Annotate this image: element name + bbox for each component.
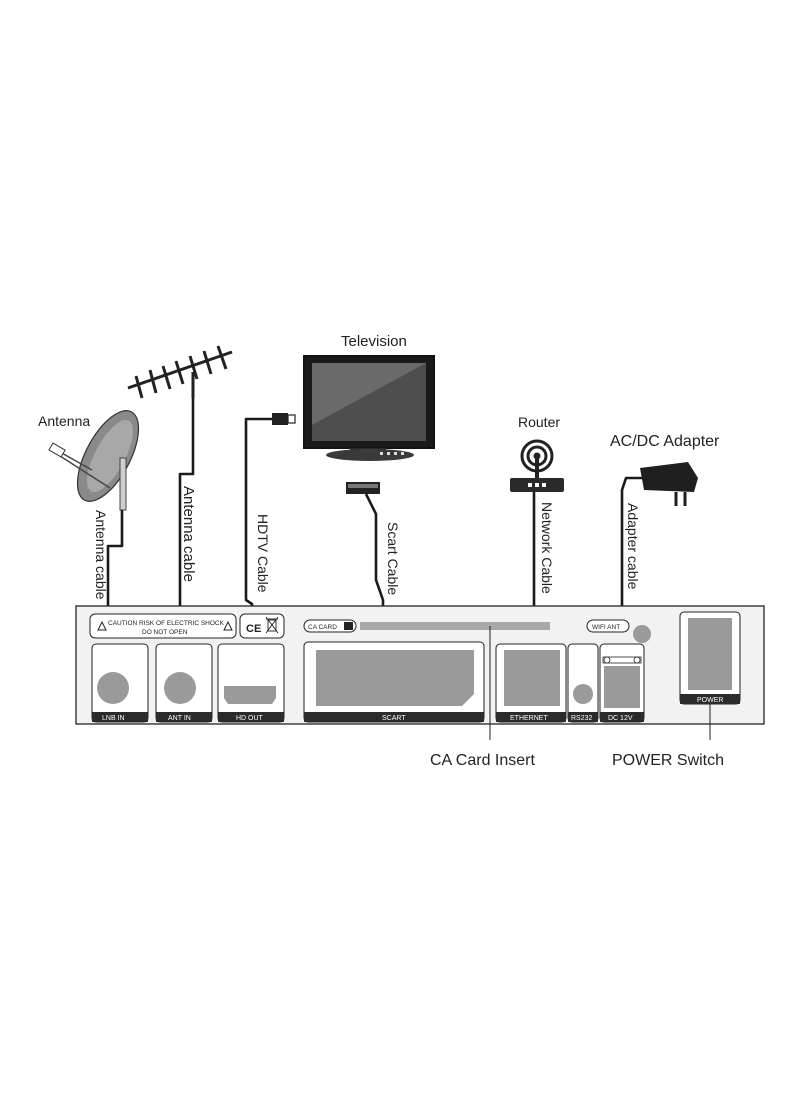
wifi-ant-connector[interactable] (633, 625, 651, 643)
caution-box (89, 613, 237, 639)
ethernet-label: ETHERNET (510, 715, 548, 722)
receiver-back-panel: CAUTION RISK OF ELECTRIC SHOCK DO NOT OP… (75, 605, 765, 725)
power-switch-label: POWER Switch (612, 752, 724, 769)
satellite-dish-icon (48, 410, 140, 511)
ca-card-tag (303, 619, 357, 633)
polarity-bar (602, 656, 642, 664)
ant-in-port[interactable] (164, 672, 196, 704)
network-cable-label: Network Cable (539, 502, 555, 594)
scart-cable-label: Scart Cable (385, 522, 401, 595)
ca-card-label: CA CARD (308, 624, 337, 631)
weee-bin-icon (265, 616, 279, 634)
caution-subtext: DO NOT OPEN (142, 629, 188, 636)
television-label: Television (341, 333, 407, 350)
ca-card-slot[interactable] (360, 622, 550, 630)
hd-out-label: HD OUT (236, 715, 264, 722)
warning-icon (97, 620, 107, 631)
hdtv-cable-label: HDTV Cable (255, 514, 271, 593)
tv-antenna-icon (127, 345, 233, 399)
ca-card-insert-label: CA Card Insert (430, 752, 535, 769)
lnb-in-port[interactable] (97, 672, 129, 704)
hd-out-port-frame (217, 643, 285, 723)
antenna-cable-1-label: Antenna cable (93, 510, 109, 600)
rs232-label: RS232 (571, 715, 593, 722)
rs232-port[interactable] (573, 684, 593, 704)
power-adapter-icon (640, 462, 698, 506)
television-icon (303, 355, 435, 461)
power-label: POWER (697, 697, 723, 704)
lnb-in-label: LNB IN (102, 715, 125, 722)
ant-in-label: ANT IN (168, 715, 191, 722)
hd-out-port[interactable] (224, 686, 276, 704)
ce-mark: CE (246, 623, 261, 635)
ethernet-port[interactable] (504, 650, 560, 706)
router-label: Router (518, 414, 560, 430)
antenna-cable-2-label: Antenna cable (180, 486, 197, 582)
rs232-port-frame (567, 643, 599, 723)
adapter-cable-label: Adapter cable (625, 503, 641, 590)
scart-label: SCART (382, 715, 406, 722)
adapter-cable (620, 476, 644, 650)
polarity-minus-icon (603, 656, 611, 664)
antenna-cable-2 (178, 398, 195, 670)
dc-12v-port[interactable] (604, 666, 640, 708)
router-icon (510, 439, 564, 492)
antenna-label: Antenna (38, 413, 90, 429)
scart-port[interactable] (316, 650, 474, 706)
card-icon (344, 622, 353, 630)
wifi-ant-tag (586, 619, 630, 633)
caution-text: CAUTION RISK OF ELECTRIC SHOCK (108, 620, 225, 627)
polarity-plus-icon (633, 656, 641, 664)
power-switch[interactable] (688, 618, 732, 690)
adapter-label: AC/DC Adapter (610, 433, 720, 450)
dc-12v-label: DC 12V (608, 715, 633, 722)
wifi-ant-label: WIFI ANT (592, 624, 620, 631)
